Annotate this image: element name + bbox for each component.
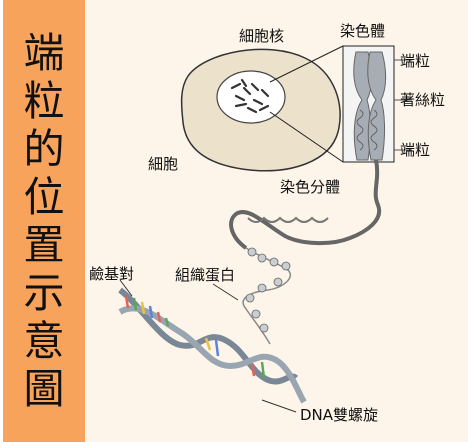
label-histone: 組織蛋白	[175, 266, 235, 284]
label-dna: DNA雙螺旋	[300, 406, 378, 424]
histone-beads	[245, 247, 291, 333]
dna-helix	[118, 287, 307, 404]
label-nucleus: 細胞核	[239, 27, 284, 45]
title-char: 意	[23, 316, 65, 365]
chromosome-coil	[356, 109, 378, 151]
pointer-line	[261, 399, 297, 413]
label-telomere-bottom: 端粒	[400, 141, 430, 159]
nucleus	[216, 70, 286, 124]
pointer-line	[212, 283, 239, 301]
label-cell: 細胞	[148, 155, 178, 173]
title-char: 置	[23, 220, 65, 269]
chromatid-strand	[229, 159, 382, 250]
label-bases: 鹼基對	[89, 265, 134, 283]
chromosome	[353, 51, 387, 161]
title-char: 位	[23, 172, 65, 221]
label-gene-sequence: 著絲粒	[400, 91, 445, 109]
label-chromosome: 染色體	[340, 22, 385, 40]
title-char: 的	[23, 124, 65, 173]
label-telomere-top: 端粒	[400, 52, 430, 70]
chromatid-coil	[247, 216, 329, 223]
zoom-line	[269, 45, 344, 83]
pointer-line	[119, 279, 133, 297]
zoom-line	[269, 111, 344, 163]
title-char: 端	[23, 28, 65, 77]
base-pairs	[124, 295, 266, 379]
label-chromatid: 染色分體	[280, 178, 340, 196]
title-char: 圖	[23, 364, 65, 413]
nucleus-chromosomes	[230, 78, 270, 114]
title-char: 粒	[23, 76, 65, 125]
vertical-title: 端 粒 的 位 置 示 意 圖	[3, 0, 85, 442]
title-sidebar	[3, 0, 85, 442]
title-char: 示	[23, 268, 65, 317]
